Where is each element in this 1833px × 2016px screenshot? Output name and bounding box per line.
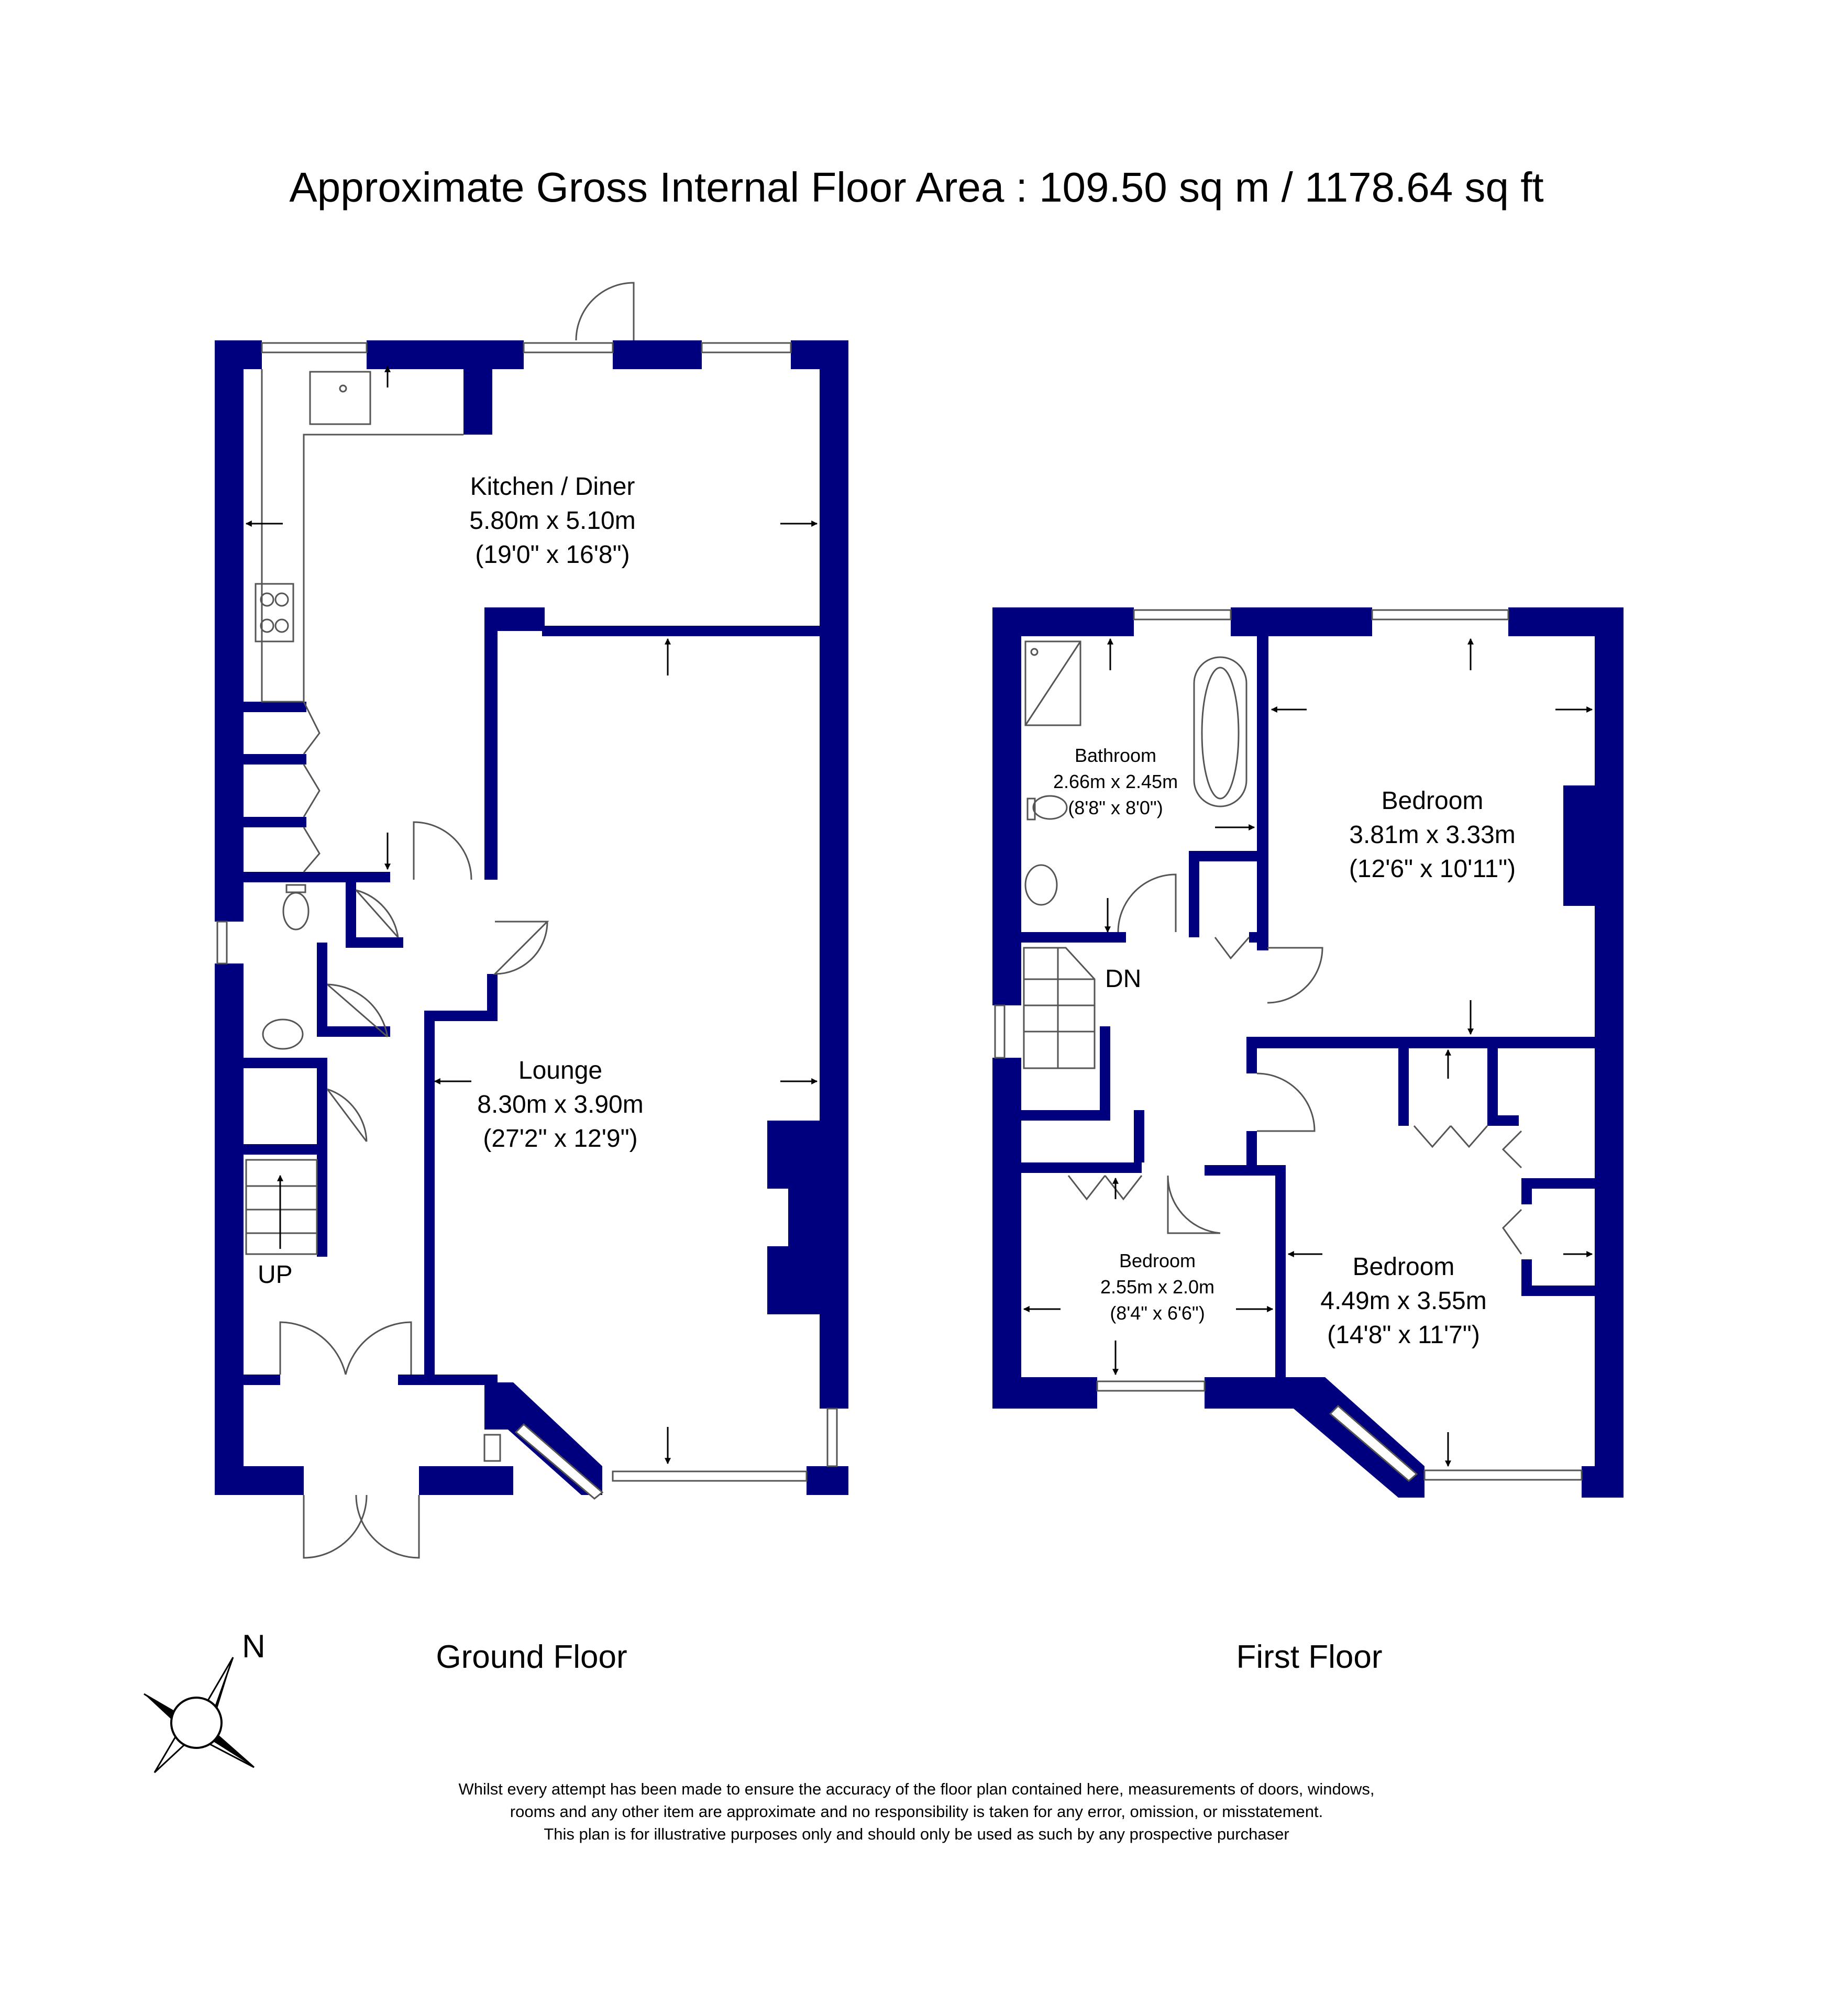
stairs-down-label: DN xyxy=(1105,965,1141,993)
disclaimer-line-1: Whilst every attempt has been made to en… xyxy=(459,1780,1375,1798)
room-metric-bedroom-1: 3.81m x 3.33m xyxy=(1349,821,1515,849)
ground-floor-plan: Kitchen / Diner 5.80m x 5.10m (19'0" x 1… xyxy=(215,282,848,1559)
room-imperial-bedroom-3: (14'8" x 11'7") xyxy=(1327,1321,1480,1349)
ground-floor-stairs xyxy=(245,1159,318,1255)
room-metric-bedroom-2: 2.55m x 2.0m xyxy=(1100,1276,1214,1298)
room-name-kitchen-diner: Kitchen / Diner xyxy=(470,473,635,501)
room-imperial-lounge: (27'2" x 12'9") xyxy=(483,1125,637,1153)
room-imperial-kitchen-diner: (19'0" x 16'8") xyxy=(475,541,630,569)
room-metric-bathroom: 2.66m x 2.45m xyxy=(1053,771,1178,792)
room-imperial-bathroom: (8'8" x 8'0") xyxy=(1068,797,1163,818)
room-imperial-bedroom-2: (8'4" x 6'6") xyxy=(1110,1302,1205,1324)
room-metric-bedroom-3: 4.49m x 3.55m xyxy=(1320,1287,1486,1315)
disclaimer-line-2: rooms and any other item are approximate… xyxy=(510,1802,1323,1821)
compass-north-label: N xyxy=(242,1629,266,1665)
room-name-lounge: Lounge xyxy=(518,1057,602,1084)
room-imperial-bedroom-1: (12'6" x 10'11") xyxy=(1349,855,1516,883)
room-name-bedroom-2: Bedroom xyxy=(1119,1250,1196,1271)
first-floor-label: First Floor xyxy=(1236,1639,1383,1675)
floor-area-title: Approximate Gross Internal Floor Area : … xyxy=(289,164,1543,211)
ground-floor-label: Ground Floor xyxy=(436,1639,627,1675)
disclaimer-line-3: This plan is for illustrative purposes o… xyxy=(544,1825,1289,1843)
compass-rose-icon xyxy=(143,1657,255,1774)
room-metric-lounge: 8.30m x 3.90m xyxy=(477,1091,643,1118)
first-floor-stairs xyxy=(1023,947,1096,1069)
stairs-up-label: UP xyxy=(258,1261,293,1289)
first-floor-plan: Bathroom 2.66m x 2.45m (8'8" x 8'0") Bed… xyxy=(992,607,1624,1498)
room-name-bedroom-3: Bedroom xyxy=(1353,1253,1455,1281)
room-name-bedroom-1: Bedroom xyxy=(1382,787,1484,815)
room-name-bathroom: Bathroom xyxy=(1075,745,1156,766)
room-metric-kitchen-diner: 5.80m x 5.10m xyxy=(469,507,635,535)
